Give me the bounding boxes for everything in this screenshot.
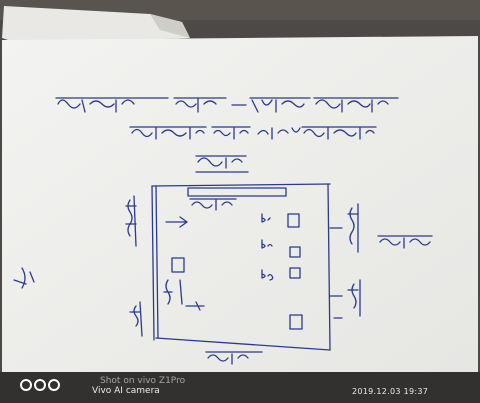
- bottom-label: [205, 351, 263, 365]
- watermark-camera: Vivo AI camera: [92, 386, 160, 396]
- handwritten-heading-line-2: [129, 126, 377, 140]
- handwritten-subheading: [195, 155, 249, 173]
- room-outline: [151, 183, 331, 351]
- watermark-timestamp: 2019.12.03 19:37: [352, 387, 429, 396]
- left-vertical-labels: [125, 195, 143, 337]
- entry-arrow: [165, 216, 188, 228]
- left-margin-mark: [13, 267, 35, 289]
- paper-sheet: [2, 36, 478, 372]
- polling-officer-markers: [261, 213, 303, 330]
- exit-arrow: [185, 301, 205, 311]
- folded-paper-corner: [2, 6, 190, 44]
- watermark-shot-on: Shot on vivo Z1Pro: [100, 376, 186, 386]
- evm-box: [171, 257, 185, 273]
- right-vertical-labels: [329, 203, 433, 319]
- camera-logo: [20, 379, 60, 391]
- blackboard-box: [187, 187, 287, 211]
- handwritten-heading-line-1: [55, 97, 399, 113]
